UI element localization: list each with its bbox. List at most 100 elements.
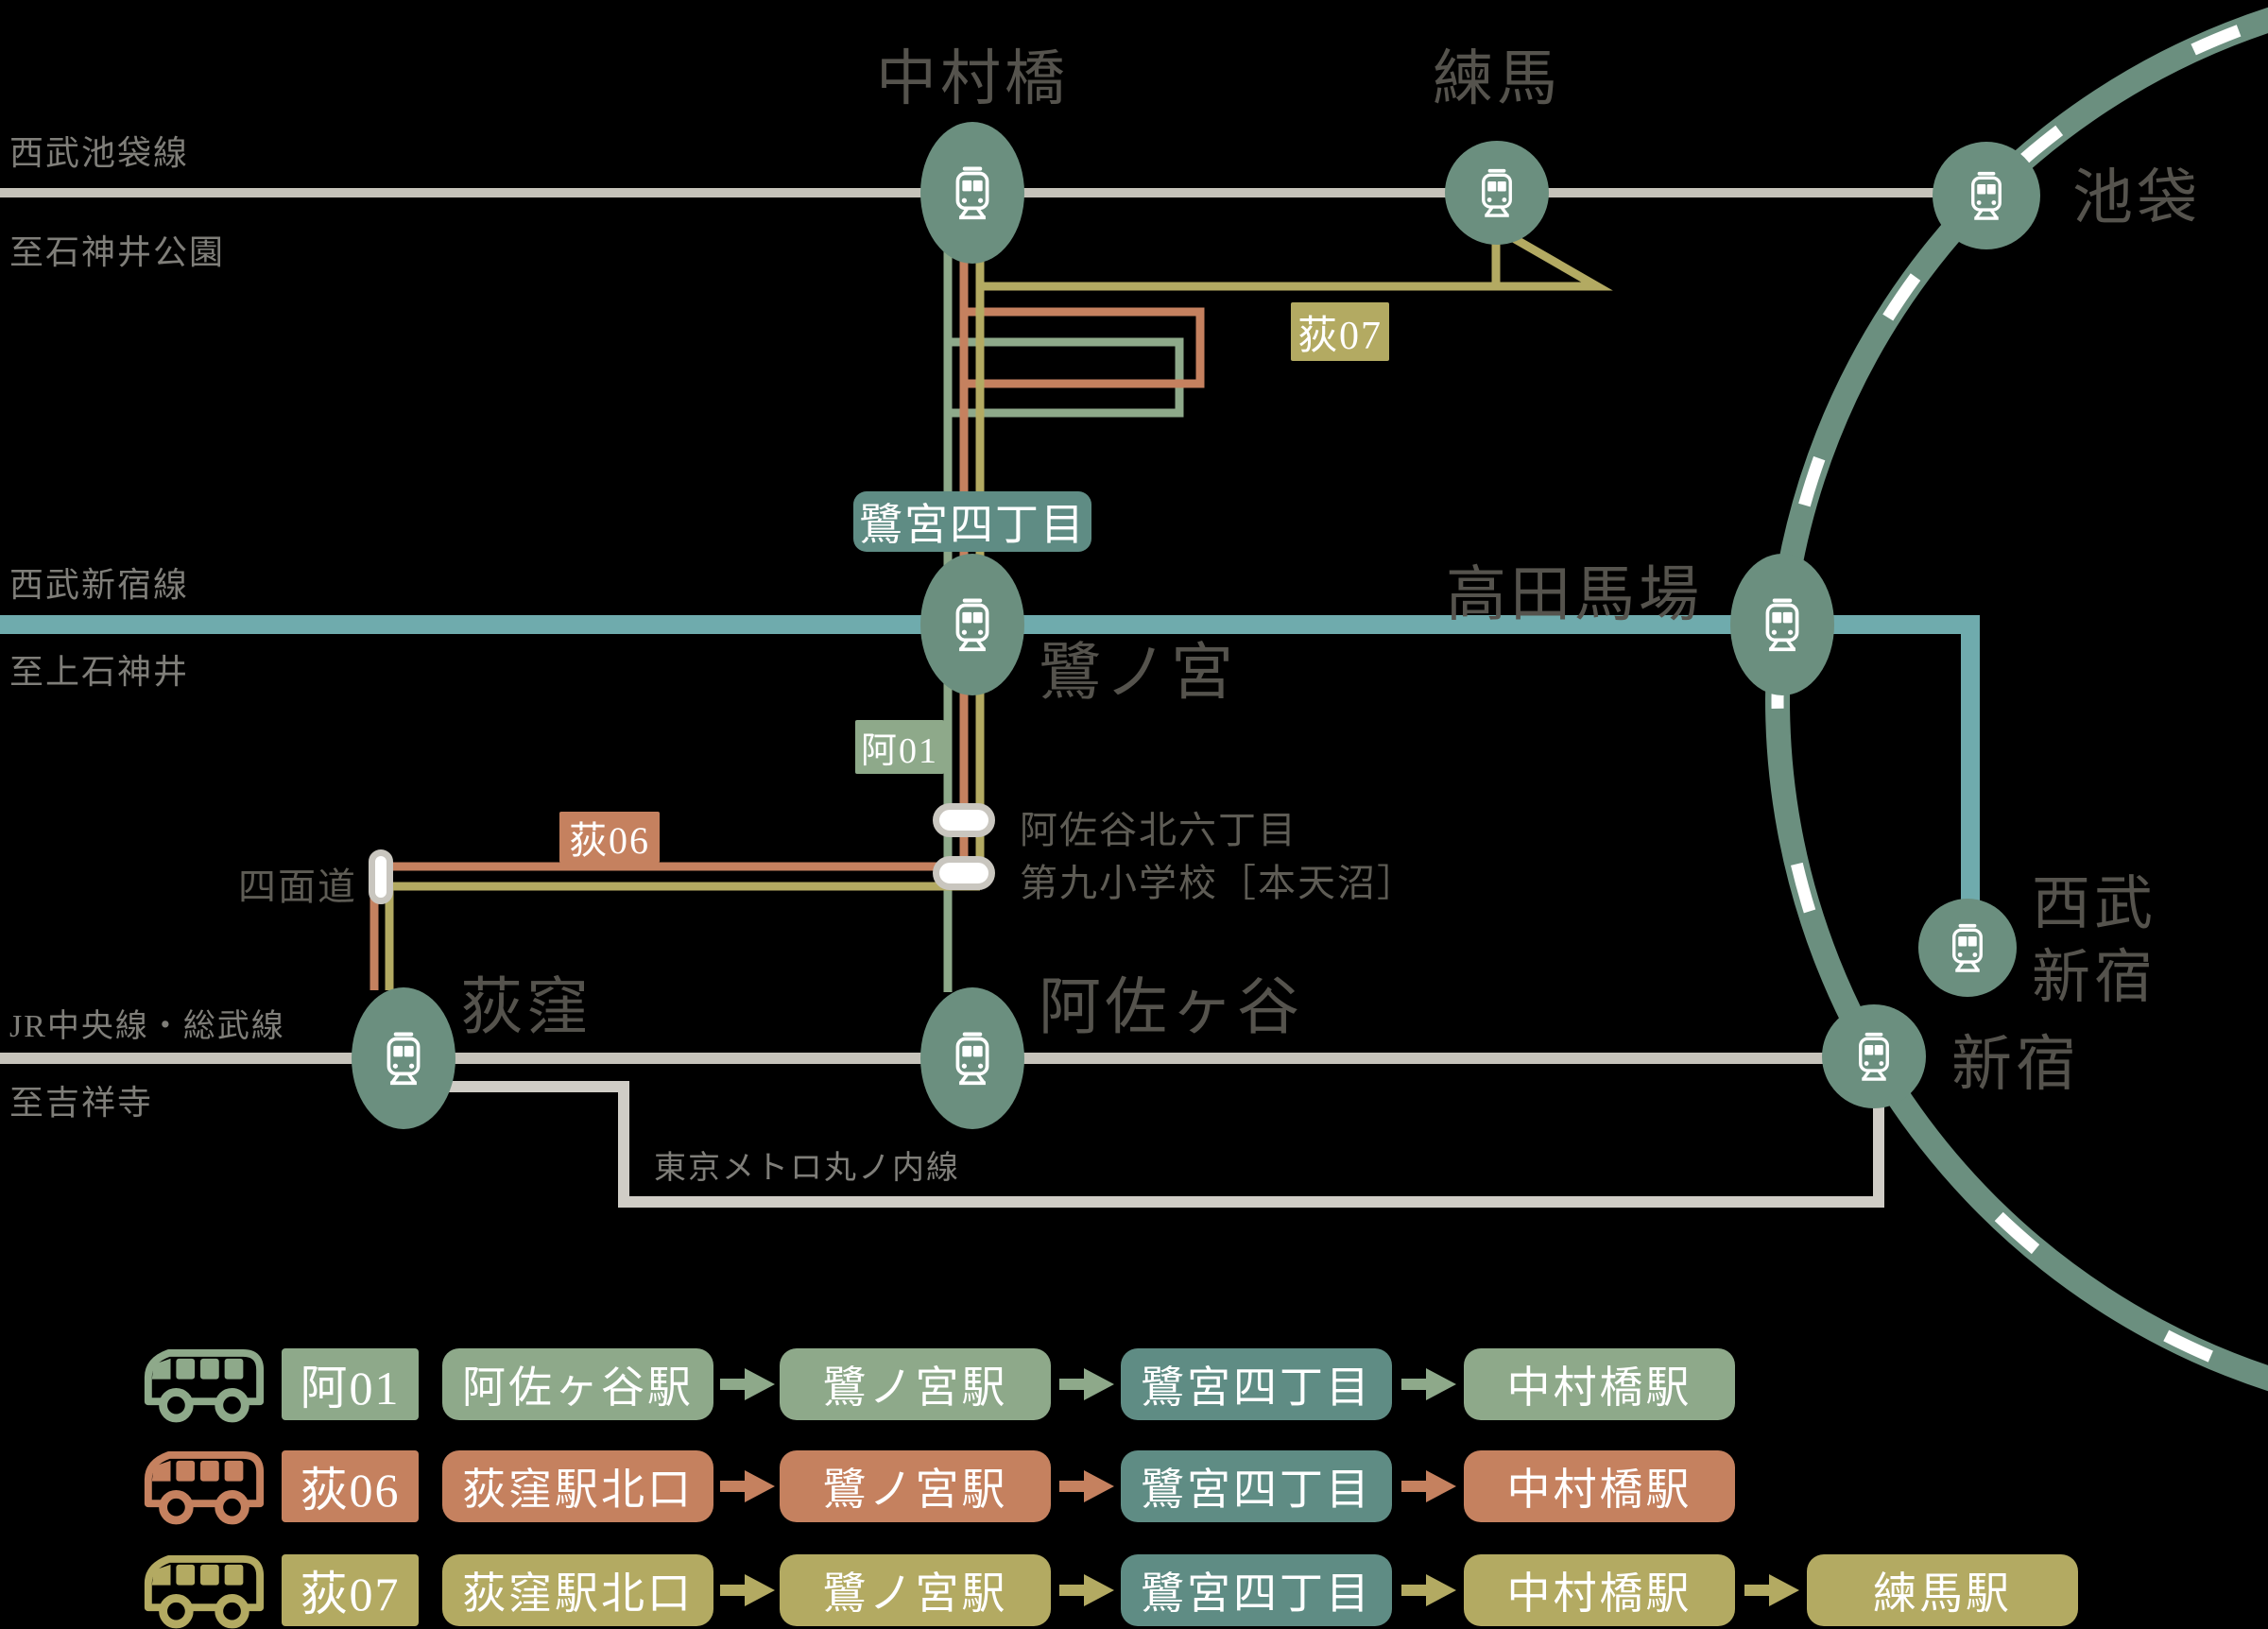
arrow-right-icon <box>720 1368 775 1400</box>
to-shakujii-koen-label: 至石神井公園 <box>9 233 226 271</box>
ogi07-badge: 荻07 <box>1291 302 1389 361</box>
arrow-right-icon <box>720 1574 775 1606</box>
train-icon-light <box>961 197 968 203</box>
station-seibu-shinjuku <box>1918 899 2017 997</box>
arrow-right-shape <box>1059 1470 1114 1502</box>
train-icon-light <box>392 1063 399 1069</box>
bus-icon-wheel <box>159 1593 194 1629</box>
station-name-ogikubo: 荻窪 <box>460 973 593 1042</box>
arrow-right-icon <box>1401 1368 1456 1400</box>
train-icon-body <box>1765 603 1799 643</box>
station-name-asagaya: 阿佐ヶ谷 <box>1039 973 1303 1042</box>
train-icon-body <box>955 171 989 211</box>
bus-icon-wheel <box>215 1387 249 1423</box>
asagaya-kita-6chome-stop-pill <box>933 803 995 837</box>
daiku-shogakko-stop-label: 第九小学校［本天沼］ <box>1020 862 1417 904</box>
bus-icon-wheel <box>215 1489 249 1525</box>
arrow-right-shape <box>1744 1574 1799 1606</box>
legend-route-badge-a01: 阿01 <box>282 1348 419 1420</box>
arrow-right-shape <box>1401 1368 1456 1400</box>
station-saginomiya <box>920 554 1024 695</box>
bus-icon-wheel <box>215 1593 249 1629</box>
legend-stop-ogi06-3: 中村橋駅 <box>1464 1450 1735 1522</box>
legend-stop-ogi07-3: 中村橋駅 <box>1464 1554 1735 1626</box>
station-shinjuku <box>1822 1004 1926 1108</box>
train-icon-body <box>1952 928 1983 964</box>
station-nerima <box>1445 141 1549 245</box>
bus-icon-body <box>144 1555 265 1612</box>
arrow-right-shape <box>720 1368 775 1400</box>
train-icon-light <box>1972 952 1978 957</box>
train-icon-window <box>972 1045 983 1057</box>
bus-icon-wheel <box>159 1387 194 1423</box>
bus-icon-body <box>144 1349 265 1406</box>
bus-icon <box>144 1349 265 1423</box>
train-icon-body <box>955 1037 989 1076</box>
train-icon-light <box>1976 200 1982 205</box>
train-icon-light <box>408 1063 415 1069</box>
bus-icon-body <box>144 1451 265 1508</box>
arrow-right-shape <box>1401 1574 1456 1606</box>
train-icon-window <box>1782 611 1793 624</box>
train-icon-light <box>1486 197 1492 202</box>
yonmendo-stop-pill <box>369 849 393 904</box>
bus-route-ogi07-segment-1 <box>980 232 1613 291</box>
arrow-right-shape <box>720 1574 775 1606</box>
station-takadanobaba-shape <box>1730 554 1834 695</box>
legend-stop-ogi07-2: 鷺宮四丁目 <box>1121 1554 1392 1626</box>
legend-route-badge-ogi07: 荻07 <box>282 1554 419 1626</box>
train-icon-window <box>972 611 983 624</box>
station-ogikubo <box>352 987 455 1129</box>
train-icon <box>955 1032 989 1086</box>
station-name-ikebukuro: 池袋 <box>2072 164 2201 231</box>
station-ikebukuro <box>1933 142 2040 249</box>
station-nakamurabashi <box>920 122 1024 264</box>
train-icon <box>1952 923 1983 972</box>
bus-icon-window <box>176 1358 196 1380</box>
train-icon-window <box>962 611 972 624</box>
train-icon-window <box>1874 1045 1883 1055</box>
train-icon-body <box>1971 176 2002 212</box>
ogi06-badge: 荻06 <box>559 812 660 863</box>
train-icon-window <box>1487 181 1497 192</box>
train-icon-light <box>977 1063 984 1069</box>
jr-chuo-sobu-label: JR中央線・総武線 <box>9 1009 285 1044</box>
to-kami-shakujii-label: 至上石神井 <box>9 653 190 691</box>
train-icon-window <box>1986 184 1996 195</box>
train-icon <box>955 166 989 220</box>
station-shinjuku-shape <box>1822 1004 1926 1108</box>
bus-route-a01-segment-1 <box>948 337 1184 418</box>
train-icon-window <box>1967 936 1977 947</box>
arrow-right-icon <box>1401 1574 1456 1606</box>
arrow-right-shape <box>1401 1470 1456 1502</box>
arrow-right-icon <box>1059 1574 1114 1606</box>
bus-icon-window <box>200 1358 219 1380</box>
train-icon-window <box>962 180 972 192</box>
station-saginomiya-shape <box>920 554 1024 695</box>
arrow-right-shape <box>1059 1574 1114 1606</box>
arrow-right-icon <box>1401 1470 1456 1502</box>
legend-stop-ogi07-0: 荻窪駅北口 <box>442 1554 713 1626</box>
legend-stop-ogi06-1: 鷺ノ宮駅 <box>780 1450 1051 1522</box>
station-asagaya <box>920 987 1024 1129</box>
seibu-shinjuku-line-label: 西武新宿線 <box>9 566 190 604</box>
bus-icon-window <box>224 1564 244 1586</box>
station-takadanobaba <box>1730 554 1834 695</box>
bus-icon <box>144 1451 265 1525</box>
train-icon-window <box>1958 936 1967 947</box>
bus-icon-windshield <box>151 1564 171 1586</box>
station-name-takadanobaba: 高田馬場 <box>1446 561 1703 628</box>
train-icon <box>1482 168 1512 217</box>
legend-stop-a01-0: 阿佐ヶ谷駅 <box>442 1348 713 1420</box>
train-icon <box>1859 1032 1889 1081</box>
station-name-seibu-shinjuku-line: 西武 <box>2032 872 2157 936</box>
train-icon-light <box>977 629 984 635</box>
station-nakamurabashi-shape <box>920 122 1024 264</box>
train-icon-body <box>387 1037 421 1076</box>
bus-icon-window <box>200 1460 219 1482</box>
bus-icon-window <box>200 1564 219 1586</box>
station-name-shinjuku: 新宿 <box>1951 1031 2080 1098</box>
train-icon-body <box>955 603 989 643</box>
rail-marunouchi-line <box>404 1081 1884 1208</box>
